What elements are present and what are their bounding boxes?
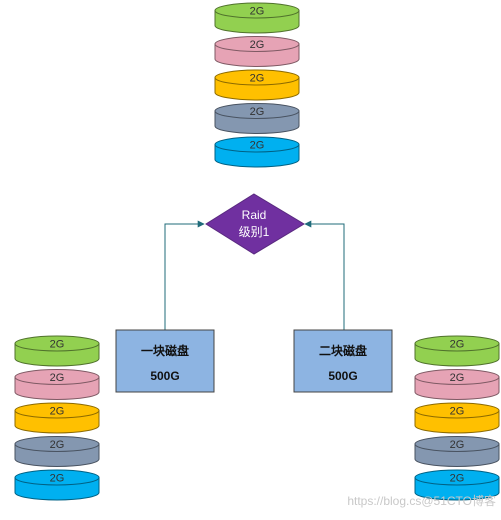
disk-top xyxy=(214,136,300,153)
disk-top xyxy=(414,469,500,486)
disk-top xyxy=(414,335,500,352)
raid-label-line1: Raid xyxy=(242,208,267,222)
disk-stack-right: 2G 2G 2G 2G 2G xyxy=(414,335,500,501)
disk-gray: 2G xyxy=(14,436,100,467)
disk-size-label: 2G xyxy=(250,6,265,18)
disk-top xyxy=(14,469,100,486)
disk-size-label: 2G xyxy=(250,73,265,85)
disk-pink: 2G xyxy=(414,369,500,400)
disk-blue: 2G xyxy=(414,469,500,501)
left-box-size: 500G xyxy=(150,369,179,383)
disk-size-label: 2G xyxy=(50,406,65,418)
disk-top xyxy=(214,36,300,52)
disk-size-label: 2G xyxy=(250,106,265,118)
disk-stack-top: 2G 2G 2G 2G 2G xyxy=(214,2,300,168)
disk-size-label: 2G xyxy=(450,473,465,485)
raid-level-diamond: Raid 级别1 xyxy=(205,193,305,255)
disk-size-label: 2G xyxy=(250,39,265,51)
watermark-text: https://blog.cs@51CTO博客 xyxy=(347,493,496,508)
disk-top xyxy=(14,335,100,352)
left-disk-box: 一块磁盘 500G xyxy=(115,329,215,393)
left-connector-arrow xyxy=(164,220,205,330)
disk-blue: 2G xyxy=(14,469,100,501)
disk-top xyxy=(214,2,300,19)
disk-size-label: 2G xyxy=(50,439,65,451)
disk-size-label: 2G xyxy=(50,372,65,384)
disk-orange: 2G xyxy=(14,402,100,434)
disk-size-label: 2G xyxy=(450,439,465,451)
disk-size-label: 2G xyxy=(450,372,465,384)
disk-green: 2G xyxy=(414,335,500,367)
right-box-title: 二块磁盘 xyxy=(319,343,367,358)
disk-pink: 2G xyxy=(214,36,300,67)
disk-size-label: 2G xyxy=(50,473,65,485)
disk-pink: 2G xyxy=(14,369,100,400)
right-box-size: 500G xyxy=(328,369,357,383)
disk-orange: 2G xyxy=(414,402,500,434)
disk-top xyxy=(414,436,500,452)
disk-size-label: 2G xyxy=(50,339,65,351)
disk-green: 2G xyxy=(214,2,300,34)
disk-gray: 2G xyxy=(414,436,500,467)
disk-green: 2G xyxy=(14,335,100,367)
disk-orange: 2G xyxy=(214,69,300,101)
raid-label-line2: 级别1 xyxy=(239,225,270,239)
right-disk-box: 二块磁盘 500G xyxy=(293,329,393,393)
disk-size-label: 2G xyxy=(450,339,465,351)
disk-top xyxy=(414,369,500,385)
disk-top xyxy=(14,369,100,385)
disk-gray: 2G xyxy=(214,103,300,134)
disk-top xyxy=(14,402,100,419)
disk-top xyxy=(14,436,100,452)
disk-stack-left: 2G 2G 2G 2G 2G xyxy=(14,335,100,501)
left-box-title: 一块磁盘 xyxy=(141,343,189,358)
disk-size-label: 2G xyxy=(250,140,265,152)
disk-top xyxy=(214,103,300,119)
right-connector-arrow xyxy=(304,220,345,330)
disk-top xyxy=(214,69,300,86)
disk-top xyxy=(414,402,500,419)
disk-blue: 2G xyxy=(214,136,300,168)
disk-size-label: 2G xyxy=(450,406,465,418)
